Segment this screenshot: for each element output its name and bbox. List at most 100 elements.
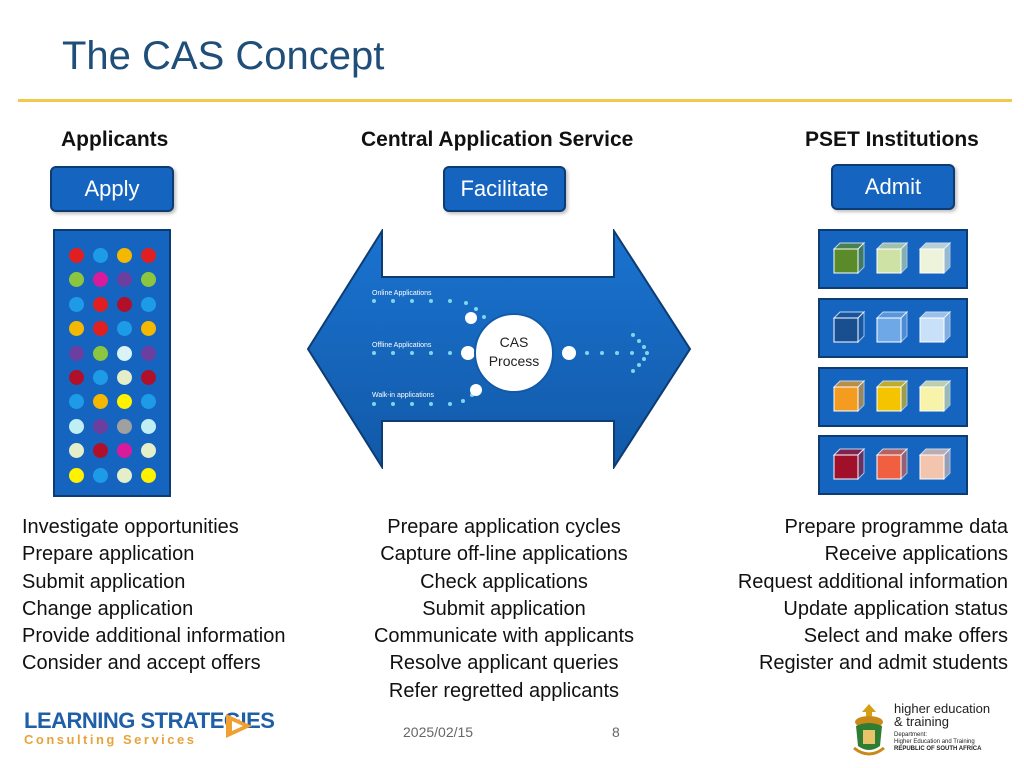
applicant-dot [93,467,108,483]
apply-button[interactable]: Apply [50,166,174,212]
cas-process-arrow: Online Applications Offline Applications… [306,229,692,469]
applicant-dot [141,321,156,337]
institutions-heading: PSET Institutions [805,128,979,151]
dhet-dept-line1: Department: [894,732,928,738]
title-divider [18,99,1012,102]
channel-label-walkin: Walk-in applications [372,392,434,399]
slide-date: 2025/02/15 [403,724,474,740]
institution-panel [818,367,968,427]
cube-icon [918,379,952,413]
applicant-dot [117,418,132,434]
applicant-dot [117,248,132,263]
applicant-dot [69,370,84,385]
dhet-title-line1: higher education [894,701,991,716]
list-item: Refer regretted applicants [388,679,620,702]
cube-icon [875,379,909,413]
walkin-node [470,384,482,396]
applicant-dot [141,272,156,288]
applicant-dot [141,248,156,263]
applicant-dot [93,272,108,288]
offline-flow-dots [372,351,452,355]
list-item: Register and admit students [758,652,1008,675]
channel-label-offline: Offline Applications [372,342,432,349]
applicant-dot [69,394,84,410]
dhet-dept-line2: Higher Education and Training [894,739,975,745]
applicant-dot [141,467,156,483]
cas-process-label-line2: Process [489,353,540,369]
applicant-dot [93,296,108,312]
applicant-dot [117,296,132,312]
applicants-heading: Applicants [61,128,169,151]
coat-of-arms-icon [853,704,885,756]
cube-row [832,447,952,481]
list-item: Prepare application [22,543,195,566]
applicant-dot [117,321,132,337]
cube-row [832,241,952,275]
applicant-dot [69,272,84,288]
cube-icon [918,447,952,481]
institution-panel [818,229,968,289]
cube-icon [918,310,952,344]
logo-text-line2: Consulting Services [24,732,197,747]
list-item: Select and make offers [803,625,1008,648]
applicant-dot [117,272,132,288]
slide-page-number: 8 [612,724,620,740]
admit-button[interactable]: Admit [831,164,955,210]
cube-icon [875,241,909,275]
list-item: Prepare application cycles [387,516,621,538]
applicants-dot-grid [53,229,171,497]
institution-panel [818,435,968,495]
applicant-dot [117,467,132,483]
cas-heading: Central Application Service [361,128,634,151]
dhet-dept-line3: REPUBLIC OF SOUTH AFRICA [894,746,982,752]
dhet-title-line2: & training [894,714,949,729]
applicant-dot [93,248,108,263]
list-item: Resolve applicant queries [389,652,619,675]
applicant-dot [117,443,132,459]
list-item: Provide additional information [22,625,286,648]
applicant-dot [69,467,84,483]
list-item: Capture off-line applications [380,543,628,566]
list-item: Submit application [422,597,586,620]
learning-strategies-logo: LEARNING STRATEGIES Consulting Services [24,708,275,747]
facilitate-button[interactable]: Facilitate [443,166,566,212]
applicant-dot [141,418,156,434]
applicant-dot [93,321,108,337]
cube-icon [918,241,952,275]
applicant-dot [69,345,84,361]
cube-icon [832,241,866,275]
channel-label-online: Online Applications [372,290,432,297]
applicant-dot [117,345,132,361]
applicant-dot [141,296,156,312]
applicant-dot [69,248,84,263]
list-item: Prepare programme data [784,516,1008,538]
applicant-dot [141,345,156,361]
applicant-dot [141,443,156,459]
applicant-dot [93,418,108,434]
list-item: Investigate opportunities [22,516,239,538]
applicant-dot [93,394,108,410]
cube-icon [832,310,866,344]
dhet-logo: higher education & training Department: … [848,702,998,762]
list-item: Change application [22,597,194,620]
online-node [465,312,477,324]
play-icon [226,714,252,738]
cas-process-circle [474,313,554,393]
slide-title: The CAS Concept [62,34,385,78]
online-flow-dots [372,299,486,319]
list-item: Submit application [22,570,186,593]
applicant-dot [141,394,156,410]
dhet-department: Department: Higher Education and Trainin… [894,732,981,753]
applicant-dot [69,418,84,434]
list-item: Request additional information [737,570,1008,593]
output-node [562,346,576,360]
output-flow-dots [585,333,649,373]
dhet-title: higher education & training [894,702,990,728]
applicant-dot [93,443,108,459]
cube-icon [832,379,866,413]
list-item: Receive applications [824,543,1008,566]
list-item: Consider and accept offers [22,652,261,675]
